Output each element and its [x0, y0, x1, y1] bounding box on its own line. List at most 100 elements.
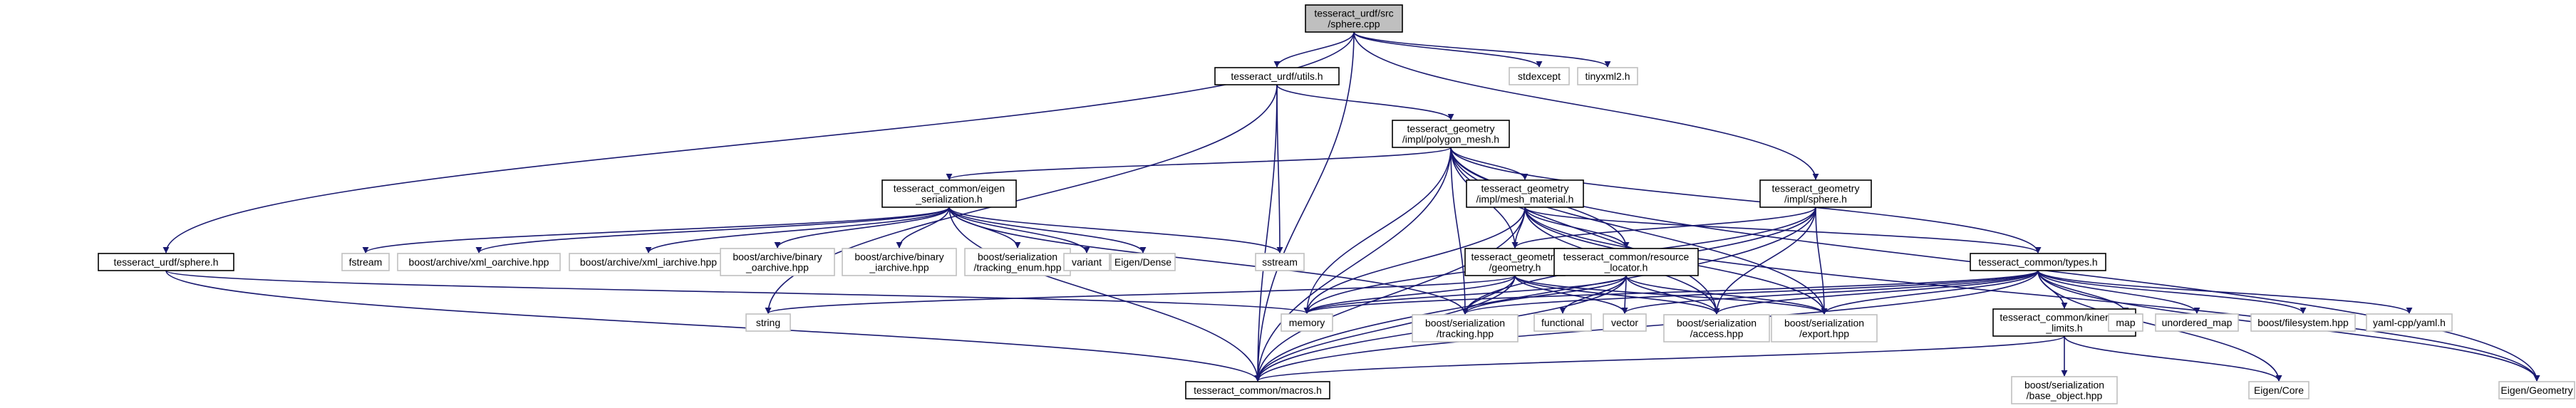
edge-root-to-urdf-sphere — [162, 31, 1355, 253]
edge-geometry-to-macros — [1254, 275, 1516, 382]
edge-mesh-material-to-resource-locator — [1524, 206, 1630, 249]
node-sstream: sstream — [1255, 253, 1305, 271]
node-sstream-label-0: sstream — [1262, 256, 1298, 268]
node-xml-oarchive-label-0: boost/archive/xml_oarchive.hpp — [409, 256, 549, 268]
node-functional-label-0: functional — [1541, 317, 1584, 328]
node-yaml-box — [2366, 313, 2453, 332]
edge-polygon-mesh-to-macros — [1254, 147, 1452, 382]
edge-root-to-tinyxml2 — [1353, 31, 1611, 68]
node-eigen-geometry: Eigen/Geometry — [2498, 381, 2575, 399]
node-root[interactable]: tesseract_urdf/src/sphere.cpp — [1305, 4, 1403, 33]
node-root-box — [1305, 4, 1403, 33]
edge-types-to-filesystem — [2037, 270, 2307, 314]
node-memory: memory — [1281, 313, 1333, 332]
edge-types-to-yaml — [2037, 270, 2413, 314]
node-tinyxml2: tinyxml2.h — [1577, 67, 1638, 85]
node-utils-label-0: tesseract_urdf/utils.h — [1231, 70, 1323, 82]
node-fstream-label-0: fstream — [349, 256, 383, 268]
node-vector-box — [1603, 313, 1647, 332]
nodes-layer: tesseract_urdf/src/sphere.cpp tesseract_u… — [98, 4, 2575, 404]
node-eigen-core: Eigen/Core — [2248, 381, 2309, 399]
node-polygon-mesh[interactable]: tesseract_geometry/impl/polygon_mesh.h — [1392, 120, 1510, 148]
node-types[interactable]: tesseract_common/types.h — [1970, 253, 2106, 271]
edge-impl-sphere-to-access — [1713, 206, 1816, 315]
edge-impl-sphere-to-geometry — [1511, 206, 1816, 249]
node-xml-oarchive: boost/archive/xml_oarchive.hpp — [397, 253, 561, 271]
node-impl-sphere[interactable]: tesseract_geometry/impl/sphere.h — [1759, 179, 1872, 208]
node-eigen-serialization-box — [881, 179, 1017, 208]
node-urdf-sphere[interactable]: tesseract_urdf/sphere.h — [98, 253, 234, 271]
node-root-label-1: /sphere.cpp — [1328, 19, 1380, 30]
node-tracking: boost/serialization/tracking.hpp — [1412, 314, 1519, 342]
node-xml-oarchive-box — [397, 253, 561, 271]
node-export-label-1: /export.hpp — [1799, 328, 1849, 340]
edge-utils-to-string — [765, 84, 1278, 314]
edge-root-to-stdexcept — [1353, 31, 1543, 68]
node-base-object-label-0: boost/serialization — [2024, 380, 2104, 391]
node-xml-iarchive: boost/archive/xml_iarchive.hpp — [569, 253, 728, 271]
node-map: map — [2108, 313, 2143, 332]
node-vector-label-0: vector — [1611, 317, 1638, 328]
node-tracking-enum: boost/serialization/tracking_enum.hpp — [964, 248, 1071, 276]
node-yaml: yaml-cpp/yaml.h — [2366, 313, 2453, 332]
node-yaml-label-0: yaml-cpp/yaml.h — [2373, 317, 2446, 328]
node-mesh-material[interactable]: tesseract_geometry/impl/mesh_material.h — [1466, 179, 1584, 208]
node-string: string — [745, 313, 791, 332]
node-impl-sphere-box — [1759, 179, 1872, 208]
node-macros[interactable]: tesseract_common/macros.h — [1185, 381, 1330, 399]
edge-eigen-serialization-to-fstream — [362, 206, 950, 253]
node-geometry[interactable]: tesseract_geometry/geometry.h — [1464, 248, 1566, 276]
edge-geometry-to-memory — [1303, 275, 1516, 314]
edge-types-to-vector — [1621, 270, 2039, 314]
node-impl-sphere-label-0: tesseract_geometry — [1772, 183, 1860, 194]
node-utils[interactable]: tesseract_urdf/utils.h — [1214, 67, 1340, 85]
node-binary-iarchive: boost/archive/binary_iarchive.hpp — [842, 248, 957, 276]
node-mesh-material-label-0: tesseract_geometry — [1481, 183, 1569, 194]
edge-resource-locator-to-export — [1625, 275, 1828, 315]
edge-eigen-serialization-to-xml-iarchive — [645, 206, 950, 253]
edge-mesh-material-to-memory — [1303, 206, 1526, 314]
node-fstream-box — [341, 253, 390, 271]
node-unordered-map: unordered_map — [2155, 313, 2239, 332]
edge-eigen-serialization-to-variant — [948, 206, 1090, 253]
node-resource-locator-box — [1553, 248, 1699, 276]
node-string-box — [745, 313, 791, 332]
edge-root-to-impl-sphere — [1353, 31, 1819, 180]
node-export: boost/serialization/export.hpp — [1771, 314, 1878, 342]
node-tracking-enum-label-1: /tracking_enum.hpp — [974, 262, 1062, 273]
node-export-label-0: boost/serialization — [1784, 318, 1864, 329]
node-access-box — [1663, 314, 1770, 342]
node-impl-sphere-label-1: /impl/sphere.h — [1784, 194, 1847, 205]
node-export-box — [1771, 314, 1878, 342]
node-geometry-label-0: tesseract_geometry — [1471, 251, 1559, 263]
node-stdexcept: stdexcept — [1509, 67, 1570, 85]
node-eigen-geometry-label-0: Eigen/Geometry — [2500, 385, 2572, 396]
edge-eigen-serialization-to-tracking — [948, 206, 1469, 315]
node-polygon-mesh-label-1: /impl/polygon_mesh.h — [1402, 134, 1499, 145]
node-stdexcept-label-0: stdexcept — [1518, 70, 1561, 82]
edge-eigen-serialization-to-eigen-dense — [948, 206, 1147, 253]
node-tinyxml2-box — [1577, 67, 1638, 85]
node-map-box — [2108, 313, 2143, 332]
edge-polygon-mesh-to-memory — [1303, 147, 1452, 314]
node-kinematic-limits-label-0: tesseract_common/kinematic — [2000, 312, 2128, 323]
node-binary-iarchive-box — [842, 248, 957, 276]
edge-eigen-serialization-to-binary-oarchive — [774, 206, 950, 249]
node-memory-box — [1281, 313, 1333, 332]
node-eigen-dense: Eigen/Dense — [1110, 253, 1176, 271]
edge-polygon-mesh-to-types — [1450, 147, 2042, 253]
node-eigen-serialization[interactable]: tesseract_common/eigen_serialization.h — [881, 179, 1017, 208]
edge-eigen-serialization-to-sstream — [948, 206, 1283, 253]
edge-kinematic-limits-to-macros — [1254, 335, 2065, 382]
edge-resource-locator-to-memory — [1303, 275, 1627, 314]
edge-types-to-map — [2037, 270, 2129, 314]
edge-eigen-serialization-to-binary-iarchive — [896, 206, 950, 249]
node-memory-label-0: memory — [1289, 317, 1325, 328]
node-eigen-geometry-box — [2498, 381, 2575, 399]
edge-types-to-access — [1713, 270, 2039, 315]
edge-eigen-serialization-to-xml-oarchive — [475, 206, 950, 253]
node-binary-iarchive-label-1: _iarchive.hpp — [869, 262, 929, 273]
node-filesystem-label-0: boost/filesystem.hpp — [2257, 317, 2349, 328]
node-resource-locator[interactable]: tesseract_common/resource_locator.h — [1553, 248, 1699, 276]
edge-root-to-macros — [1254, 31, 1355, 382]
